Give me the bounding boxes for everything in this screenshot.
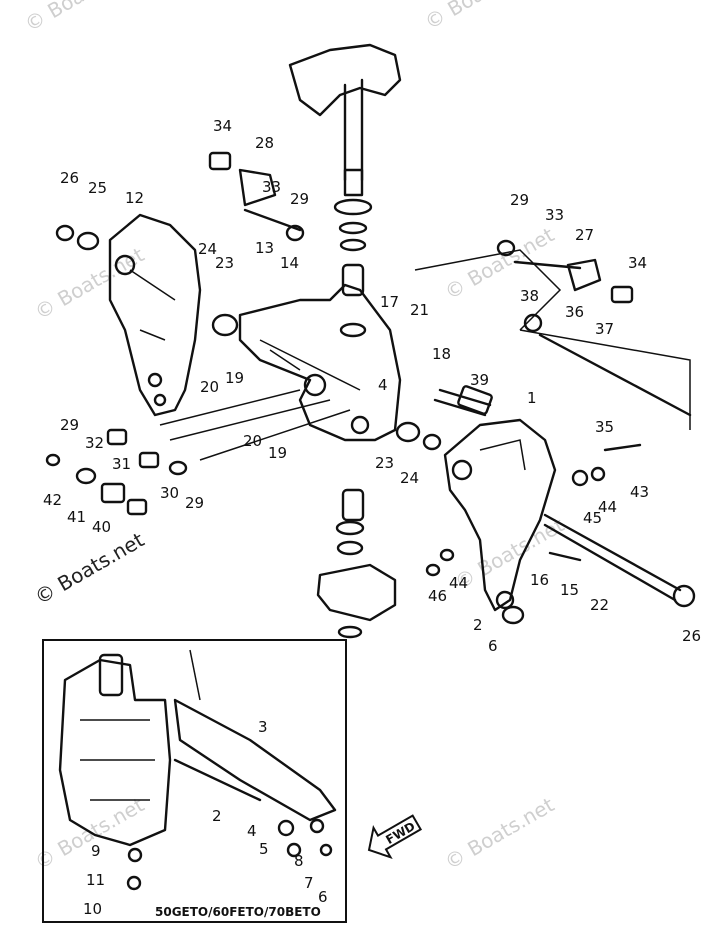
watermark: © Boats.net — [31, 242, 149, 324]
small-parts-right — [425, 239, 634, 625]
main-callout-32: 32 — [85, 434, 104, 452]
inset-callout-9: 9 — [91, 842, 101, 860]
main-callout-29: 29 — [510, 191, 529, 209]
inset-callout-10: 10 — [83, 900, 102, 918]
main-callout-18: 18 — [432, 345, 451, 363]
tilt-rods — [243, 208, 696, 608]
main-callout-33: 33 — [545, 206, 564, 224]
main-callout-30: 30 — [160, 484, 179, 502]
main-callout-45: 45 — [583, 509, 602, 527]
main-callout-34: 34 — [628, 254, 647, 272]
main-callout-6: 6 — [488, 637, 498, 655]
main-callout-38: 38 — [520, 287, 539, 305]
main-callout-14: 14 — [280, 254, 299, 272]
main-callout-24: 24 — [400, 469, 419, 487]
main-callout-41: 41 — [67, 508, 86, 526]
main-callout-16: 16 — [530, 571, 549, 589]
main-callout-19: 19 — [268, 444, 287, 462]
guide-lines — [159, 249, 691, 461]
inset-callout-4: 4 — [247, 822, 257, 840]
watermark: © Boats.net — [21, 0, 139, 36]
main-callout-1: 1 — [527, 389, 537, 407]
watermark: © Boats.net — [441, 792, 559, 874]
inset-callout-6: 6 — [318, 888, 328, 906]
inset-callout-8: 8 — [294, 852, 304, 870]
inset-callout-5: 5 — [259, 840, 269, 858]
main-callout-13: 13 — [255, 239, 274, 257]
main-callout-4: 4 — [378, 376, 388, 394]
watermark: © Boats.net — [421, 0, 539, 34]
inset-caption: 50GETO/60FETO/70BETO — [155, 905, 321, 919]
main-callout-29: 29 — [185, 494, 204, 512]
main-callout-46: 46 — [428, 587, 447, 605]
inset-callout-11: 11 — [86, 871, 105, 889]
steering-arm-assembly — [288, 43, 402, 338]
main-callout-27: 27 — [575, 226, 594, 244]
small-parts-left — [45, 151, 442, 516]
main-callout-44: 44 — [598, 498, 617, 516]
main-callout-23: 23 — [215, 254, 234, 272]
main-callout-21: 21 — [410, 301, 429, 319]
main-callout-33: 33 — [262, 178, 281, 196]
main-callout-35: 35 — [595, 418, 614, 436]
main-callout-22: 22 — [590, 596, 609, 614]
main-callout-37: 37 — [595, 320, 614, 338]
main-callout-43: 43 — [630, 483, 649, 501]
main-callout-34: 34 — [213, 117, 232, 135]
main-callout-28: 28 — [255, 134, 274, 152]
main-callout-19: 19 — [225, 369, 244, 387]
main-callout-20: 20 — [243, 432, 262, 450]
main-callout-2: 2 — [473, 616, 483, 634]
watermark: © Boats.net — [31, 792, 149, 874]
callout-labels-inset: 3 2 45 876 9 11 10 — [83, 718, 328, 918]
main-callout-20: 20 — [200, 378, 219, 396]
main-callout-23: 23 — [375, 454, 394, 472]
main-callout-31: 31 — [112, 455, 131, 473]
inset-callout-7: 7 — [304, 874, 314, 892]
inset-hydraulic-unit — [58, 649, 337, 891]
watermark-dark: © Boats.net — [31, 527, 149, 609]
main-callout-39: 39 — [470, 371, 489, 389]
main-callout-36: 36 — [565, 303, 584, 321]
main-callout-44: 44 — [449, 574, 468, 592]
lower-mount — [316, 488, 397, 639]
main-callout-15: 15 — [560, 581, 579, 599]
bracket-12 — [108, 213, 202, 417]
main-callout-42: 42 — [43, 491, 62, 509]
main-callout-29: 29 — [290, 190, 309, 208]
main-callout-25: 25 — [88, 179, 107, 197]
fwd-arrow: FWD — [367, 814, 423, 860]
main-callout-29: 29 — [60, 416, 79, 434]
inset-callout-3: 3 — [258, 718, 268, 736]
main-callout-40: 40 — [92, 518, 111, 536]
inset-box — [42, 639, 347, 923]
main-callout-26: 26 — [60, 169, 79, 187]
main-callout-12: 12 — [125, 189, 144, 207]
inset-callout-2: 2 — [212, 807, 222, 825]
swivel-bracket — [238, 283, 402, 442]
main-callout-17: 17 — [380, 293, 399, 311]
main-callout-26: 26 — [682, 627, 701, 645]
main-callout-24: 24 — [198, 240, 217, 258]
bracket-1 — [443, 418, 557, 612]
